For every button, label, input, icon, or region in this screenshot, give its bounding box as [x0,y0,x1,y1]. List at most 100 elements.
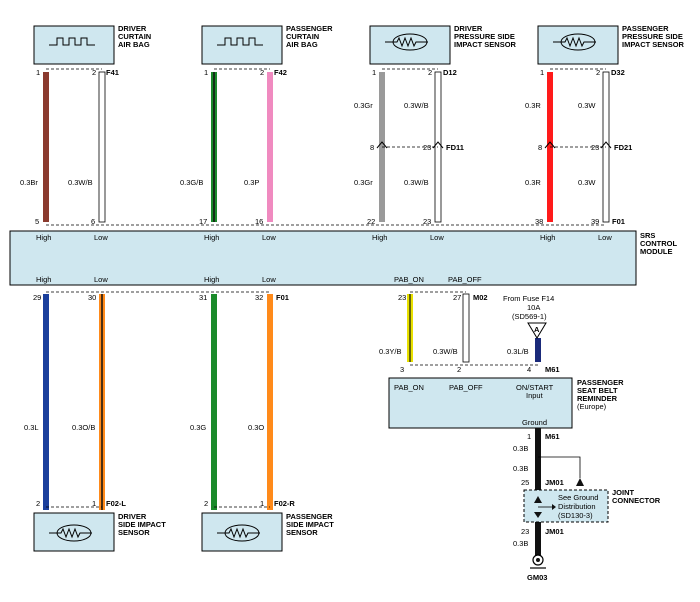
seat-belt-reminder-module: PAB_ON PAB_OFF ON/START Input Ground PAS… [388,377,624,429]
pin-label: 23 [423,143,431,152]
connector-id: FD11 [446,143,464,152]
passenger-side-title-2: SIDE IMPACT [286,520,334,529]
wire-label: 0.3W/B [404,178,429,187]
wire-label: 0.3G/B [180,178,203,187]
wire-label: 0.3W [578,178,596,187]
terminal-label: High [36,275,51,284]
wire-label: 0.3Br [20,178,38,187]
terminal-label: PAB_ON [394,275,424,284]
wire-white-black [98,71,106,223]
terminal-label: Low [262,275,276,284]
wire-blue-black [535,338,541,362]
passenger-pressure-sensor: PASSENGER PRESSURE SIDE IMPACT SENSOR 1 … [537,24,685,77]
terminal-label: ON/START [516,383,554,392]
driver-pressure-title-2: PRESSURE SIDE [454,32,515,41]
terminal-label: Input [526,391,544,400]
joint-note-2: Distribution [558,502,596,511]
driver-curtain-title-2: CURTAIN [118,32,151,41]
connector-id: M61 [545,432,560,441]
connector-id: JM01 [545,478,564,487]
passenger-side-impact-sensor: 2 1 F02-R PASSENGER SIDE IMPACT SENSOR [201,499,334,552]
connector-id: M61 [545,365,560,374]
wire-pink [267,72,273,222]
passenger-curtain-airbag: PASSENGER CURTAIN AIR BAG 1 2 F42 [201,24,333,77]
pin-label: 1 [260,499,264,508]
pin-label: 23 [398,293,406,302]
wire-label: 0.3O [248,423,264,432]
pin-label: 38 [535,217,543,226]
wire-label: 0.3Gr [354,178,373,187]
driver-side-title-3: SENSOR [118,528,150,537]
fuse-reference: From Fuse F14 10A (SD569-1) A [503,294,554,339]
pin-label: 23 [521,527,529,536]
pin-label: 32 [255,293,263,302]
wire-label: 0.3G [190,423,206,432]
ground-terminal-label: Ground [522,418,547,427]
driver-curtain-airbag: DRIVER CURTAIN AIR BAG 1 2 F41 [33,24,151,77]
fuse-triangle-icon [527,322,547,339]
pin-label: 17 [199,217,207,226]
pin-label: 31 [199,293,207,302]
passenger-curtain-title-1: PASSENGER [286,24,333,33]
connector-id: FD21 [614,143,632,152]
wire-green [211,294,217,510]
wire-white-black [462,293,470,363]
joint-title-2: CONNECTOR [612,496,661,505]
terminal-label: Low [430,233,444,242]
connector-id: F02-R [274,499,295,508]
pin-label: 1 [372,68,376,77]
pin-label: 22 [367,217,375,226]
joint-title-1: JOINT [612,488,635,497]
wire-label: 0.3W/B [433,347,458,356]
passenger-curtain-title-3: AIR BAG [286,40,318,49]
connector-id: D32 [611,68,625,77]
connector-id: D12 [443,68,457,77]
pin-label: 30 [88,293,96,302]
terminal-label: High [372,233,387,242]
pin-label: 2 [36,499,40,508]
pin-label: 23 [423,217,431,226]
pin-label: 27 [453,293,461,302]
pin-label: 8 [370,143,374,152]
wire-label: 0.3L/B [507,347,529,356]
connector-id: F01 [276,293,289,302]
pin-label: 3 [400,365,404,374]
pin-label: 25 [521,478,529,487]
pin-label: 1 [36,68,40,77]
pin-label: 1 [540,68,544,77]
wire-label: 0.3Y/B [379,347,402,356]
fuse-text-1: From Fuse F14 [503,294,554,303]
terminal-label: High [204,275,219,284]
pin-label: 39 [591,217,599,226]
pin-label: 29 [33,293,41,302]
reminder-subtitle: (Europe) [577,402,607,411]
pin-label: 6 [91,217,95,226]
terminal-label: High [36,233,51,242]
wire-label: 0.3B [513,444,528,453]
connector-id: JM01 [545,527,564,536]
driver-pressure-sensor: DRIVER PRESSURE SIDE IMPACT SENSOR 1 2 D… [369,24,517,77]
pin-label: 2 [92,68,96,77]
wire-label: 0.3B [513,464,528,473]
fuse-text-3: (SD569-1) [512,312,547,321]
pin-label: 4 [527,365,531,374]
ground-path: 1 M61 0.3B 0.3B 25 JM01 See Ground Distr… [513,428,661,582]
inline-connector-fd11: 8 23 FD11 [370,141,464,152]
driver-side-impact-sensor: 2 1 F02-L DRIVER SIDE IMPACT SENSOR [33,499,166,552]
terminal-label: PAB_OFF [448,275,482,284]
connector-id: F41 [106,68,119,77]
srs-title-2: CONTROL [640,239,677,248]
pin-label: 2 [428,68,432,77]
passenger-pressure-title-2: PRESSURE SIDE [622,32,683,41]
wire-label: 0.3W [578,101,596,110]
srs-title-1: SRS [640,231,655,240]
connector-id: F02-L [106,499,126,508]
driver-side-title-1: DRIVER [118,512,147,521]
srs-control-module: SRS CONTROL MODULE High Low High Low Hig… [9,230,677,286]
driver-curtain-title-1: DRIVER [118,24,147,33]
terminal-label: PAB_OFF [449,383,483,392]
connector-id: F42 [274,68,287,77]
driver-curtain-title-3: AIR BAG [118,40,150,49]
wire-label: 0.3R [525,101,541,110]
